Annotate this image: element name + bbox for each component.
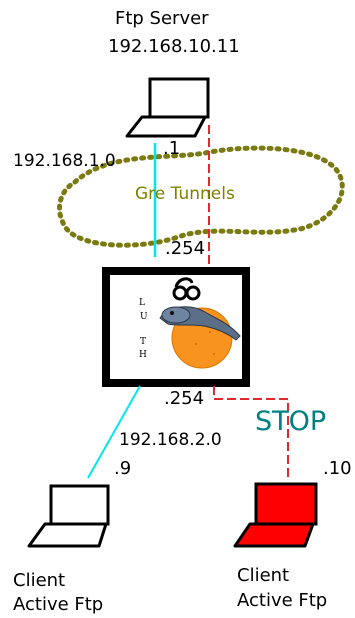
link-router-client-right-red bbox=[213, 386, 289, 478]
client-right-line2: Active Ftp bbox=[237, 590, 328, 611]
client-left-laptop-icon bbox=[27, 484, 110, 548]
link-router-client-left-cyan bbox=[87, 385, 141, 479]
server-title: Ftp Server bbox=[115, 8, 209, 29]
client-left-line1: Client bbox=[13, 570, 66, 591]
stop-label: STOP bbox=[255, 406, 327, 437]
router-bottom-suffix: .254 bbox=[164, 388, 205, 409]
gre-tunnel-cloud bbox=[57, 145, 345, 248]
server-ip: 192.168.10.11 bbox=[108, 36, 240, 57]
server-host-suffix: .1 bbox=[163, 138, 181, 159]
gre-tunnels-label: Gre Tunnels bbox=[135, 184, 235, 204]
client-left-line2: Active Ftp bbox=[13, 594, 104, 615]
network-top-label: 192.168.1.0 bbox=[13, 151, 116, 171]
logo-letter-t: T bbox=[140, 337, 147, 347]
network-bottom-label: 192.168.2.0 bbox=[119, 430, 222, 450]
luth-logo-icon bbox=[159, 277, 241, 369]
logo-letter-l: L bbox=[139, 298, 145, 308]
logo-letter-h: H bbox=[139, 350, 147, 360]
router-top-suffix: .254 bbox=[165, 238, 206, 259]
client-left-suffix: .9 bbox=[114, 458, 132, 479]
logo-letter-u: U bbox=[140, 312, 148, 322]
client-right-laptop-icon bbox=[233, 482, 318, 548]
client-right-line1: Client bbox=[237, 565, 290, 586]
ftp-server-laptop-icon bbox=[125, 77, 210, 138]
client-right-suffix: .10 bbox=[323, 458, 352, 479]
